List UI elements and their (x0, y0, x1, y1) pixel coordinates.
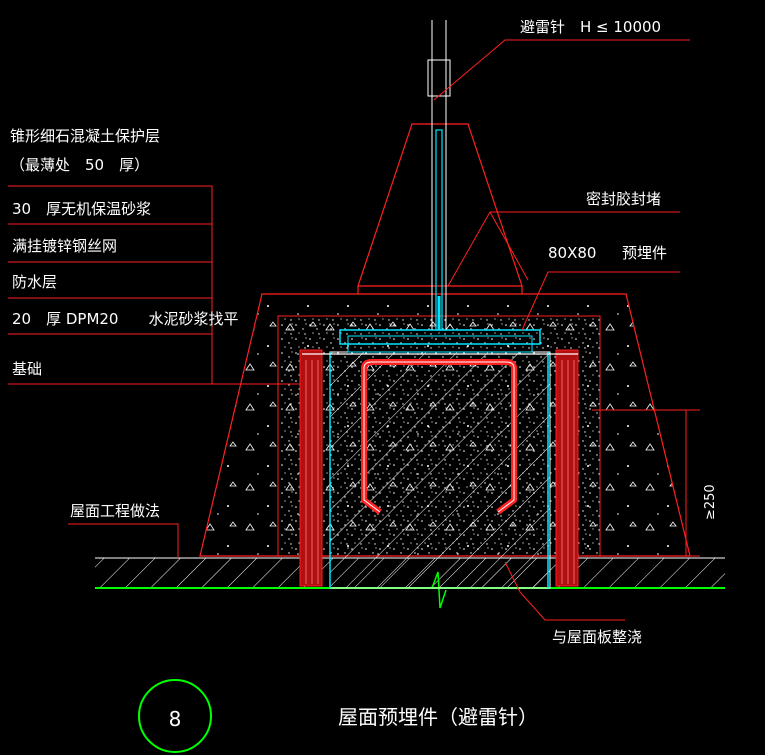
label-insulation-mortar: 30 厚无机保温砂浆 (12, 200, 151, 218)
label-dimension: ≥250 (703, 484, 718, 520)
label-waterproof: 防水层 (12, 273, 57, 291)
label-roof-construction: 屋面工程做法 (70, 502, 160, 520)
detail-number: 8 (169, 707, 182, 731)
label-protect-layer-2: （最薄处 50 厚） (10, 156, 149, 174)
lightning-rod (427, 20, 451, 331)
insulation-bands (299, 349, 579, 587)
label-cast-with-slab: 与屋面板整浇 (552, 628, 642, 646)
label-wire-mesh: 满挂镀锌钢丝网 (12, 237, 117, 255)
label-dpm-layer: 20 厚 DPM20 水泥砂浆找平 (12, 310, 238, 328)
label-base: 基础 (12, 360, 42, 378)
label-embedded-part: 预埋件 (622, 244, 667, 262)
label-embedded-size: 80X80 (548, 244, 596, 262)
label-lightning-rod: 避雷针 H ≤ 10000 (520, 18, 661, 36)
rod-hood (357, 123, 523, 294)
detail-bubble: 8 (138, 679, 212, 753)
leader-lines (8, 39, 700, 621)
label-sealant: 密封胶封堵 (586, 190, 661, 208)
label-protect-layer-1: 锥形细石混凝土保护层 (10, 127, 160, 145)
drawing-title: 屋面预埋件（避雷针） (338, 705, 538, 729)
